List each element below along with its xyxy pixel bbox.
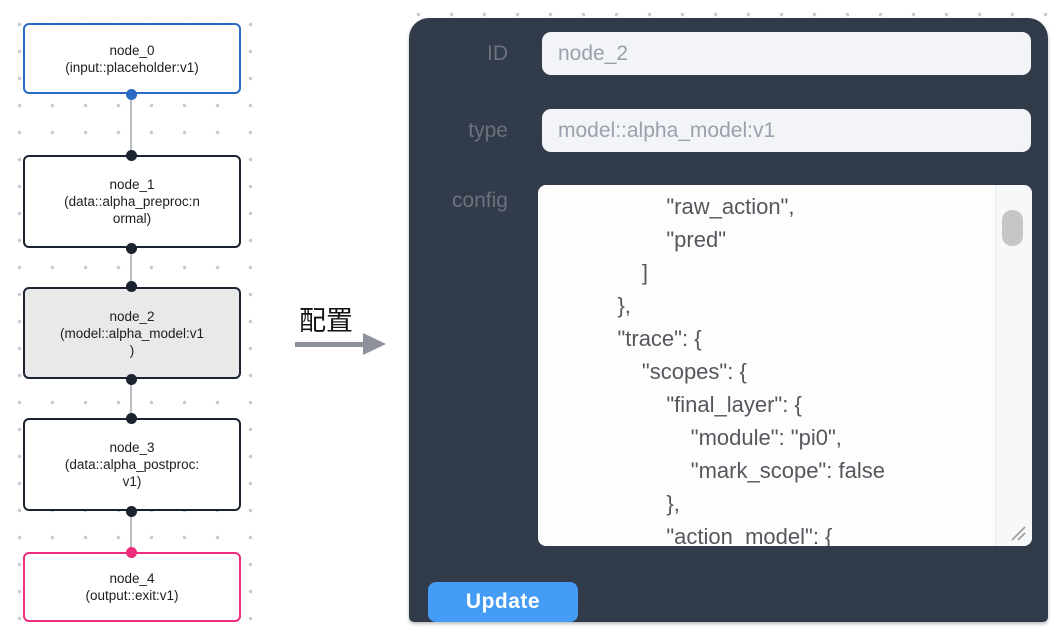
update-button[interactable]: Update	[428, 582, 578, 622]
config-editor: "raw_action", "pred" ] }, "trace": { "sc…	[538, 185, 1032, 546]
edge-node1-node2	[130, 248, 132, 287]
node-title: node_3	[109, 440, 155, 455]
handle-node2-source[interactable]	[126, 374, 137, 385]
edge-node3-node4	[130, 511, 132, 552]
type-field-label: type	[468, 119, 508, 142]
scrollbar-separator	[995, 185, 996, 546]
flow-node-node_0[interactable]: node_0 (input::placeholder:v1)	[23, 23, 241, 94]
node-config-panel: ID type config "raw_action", "pred" ] },…	[409, 18, 1048, 622]
handle-node3-target[interactable]	[126, 413, 137, 424]
edge-node0-node1	[130, 94, 132, 156]
node-title: node_0	[109, 42, 155, 58]
flow-node-node_2-selected[interactable]: node_2 (model::alpha_model:v1 )	[23, 287, 241, 379]
node-type-label: (data::alpha_preproc:n ormal)	[64, 194, 200, 226]
handle-node0-source[interactable]	[126, 89, 137, 100]
config-textarea[interactable]: "raw_action", "pred" ] }, "trace": { "sc…	[538, 185, 995, 546]
flow-node-node_1[interactable]: node_1 (data::alpha_preproc:n ormal)	[23, 155, 241, 248]
config-scrollbar-track[interactable]	[996, 185, 1032, 546]
resize-handle-icon[interactable]	[1008, 524, 1028, 542]
edge-node2-node3	[130, 379, 132, 418]
id-input[interactable]	[542, 32, 1031, 75]
config-field-label: config	[451, 189, 508, 212]
flow-canvas[interactable]: node_0 (input::placeholder:v1) node_1 (d…	[0, 0, 258, 643]
handle-node1-target[interactable]	[126, 150, 137, 161]
flow-node-node_4[interactable]: node_4 (output::exit:v1)	[23, 552, 241, 622]
node-type-label: (model::alpha_model:v1 )	[59, 325, 205, 358]
type-input[interactable]	[542, 109, 1031, 152]
node-type-label: (data::alpha_postproc: v1)	[64, 457, 200, 489]
handle-node4-target[interactable]	[126, 547, 137, 558]
node-type-label: (output::exit:v1)	[85, 588, 179, 603]
node-title: node_2	[109, 308, 155, 324]
id-field-label: ID	[487, 42, 508, 65]
flow-node-node_3[interactable]: node_3 (data::alpha_postproc: v1)	[23, 418, 241, 511]
handle-node1-source[interactable]	[126, 243, 137, 254]
handle-node3-source[interactable]	[126, 506, 137, 517]
arrow-right-icon	[295, 333, 390, 356]
handle-node2-target[interactable]	[126, 281, 137, 292]
config-scrollbar-thumb[interactable]	[1002, 210, 1023, 246]
node-type-label: (input::placeholder:v1)	[65, 59, 199, 75]
configure-annotation: 配置	[299, 306, 353, 336]
node-title: node_4	[109, 571, 155, 586]
node-title: node_1	[109, 177, 155, 192]
